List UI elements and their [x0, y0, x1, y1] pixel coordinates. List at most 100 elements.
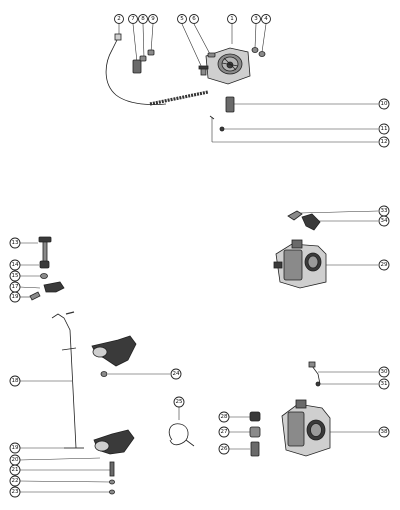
needle-screw-head	[308, 361, 316, 368]
svg-text:11: 11	[381, 126, 388, 132]
callout-21: 21	[9, 464, 21, 476]
svg-text:13: 13	[12, 240, 19, 246]
shaft-assembly: 18 24 19 20 21 22 23	[9, 311, 182, 498]
svg-text:4: 4	[264, 16, 268, 22]
throttle-cable	[105, 37, 167, 105]
callout-7: 7	[128, 14, 138, 24]
callout-31: 31	[378, 378, 390, 390]
svg-text:7: 7	[131, 16, 135, 22]
callout-10: 10	[378, 98, 390, 110]
svg-text:1: 1	[230, 16, 234, 22]
svg-text:15: 15	[12, 273, 19, 279]
callout-11: 11	[378, 123, 390, 135]
callout-9: 9	[148, 14, 158, 24]
svg-text:27: 27	[221, 429, 228, 435]
svg-text:10: 10	[381, 101, 388, 107]
svg-text:12: 12	[381, 139, 388, 145]
svg-text:18: 18	[12, 378, 19, 384]
svg-text:34: 34	[381, 218, 388, 224]
hex-fitting	[249, 411, 261, 422]
cross-pin	[61, 347, 77, 351]
svg-text:6: 6	[192, 16, 196, 22]
screw	[29, 291, 41, 301]
callout-23: 23	[9, 486, 21, 498]
washer	[207, 52, 216, 58]
washer	[40, 273, 48, 279]
callout-29: 29	[378, 259, 390, 271]
callout-30: 30	[378, 366, 390, 378]
svg-text:23: 23	[12, 489, 19, 495]
small-washer	[109, 479, 115, 485]
callout-28: 28	[218, 411, 230, 423]
callout-3: 3	[251, 14, 261, 24]
shaft-pin	[65, 311, 75, 315]
svg-text:31: 31	[381, 381, 388, 387]
svg-text:29: 29	[381, 262, 388, 268]
svg-text:17: 17	[12, 284, 19, 290]
callout-27: 27	[218, 426, 230, 438]
svg-text:22: 22	[12, 478, 19, 484]
svg-text:19: 19	[12, 294, 19, 300]
callout-20: 20	[9, 454, 21, 466]
gasket-fitting	[249, 426, 261, 438]
lever-bracket	[43, 281, 65, 293]
callout-13: 13	[9, 237, 21, 249]
svg-text:14: 14	[12, 262, 19, 268]
linkage-bracket	[301, 213, 321, 231]
small-spring	[315, 381, 321, 387]
svg-text:28: 28	[221, 414, 228, 420]
callout-8: 8	[138, 14, 148, 24]
svg-text:3: 3	[254, 16, 258, 22]
svg-text:5: 5	[180, 16, 184, 22]
adjusting-screw	[109, 461, 115, 477]
callout-33: 33	[378, 205, 390, 217]
cover-assembly	[205, 47, 251, 85]
callout-34: 34	[378, 215, 390, 227]
callout-24: 24	[170, 368, 182, 380]
svg-text:25: 25	[176, 399, 183, 405]
small-nut	[109, 489, 115, 495]
left-small-parts: 13 14 15 17 19	[9, 236, 65, 303]
svg-text:8: 8	[141, 16, 145, 22]
callout-12: 12	[378, 136, 390, 148]
callout-1: 1	[227, 14, 237, 24]
plunger	[225, 96, 235, 113]
svg-text:24: 24	[173, 371, 180, 377]
svg-text:30: 30	[381, 369, 388, 375]
svg-text:20: 20	[12, 457, 19, 463]
callout-18: 18	[9, 375, 21, 387]
callout-2: 2	[114, 14, 124, 24]
callout-5: 5	[177, 14, 187, 24]
svg-text:38: 38	[381, 429, 388, 435]
spring-clip	[168, 423, 195, 447]
needle-screw	[311, 365, 321, 385]
top-assembly: 2 7 8 9 5 6 1 3 4 10 11 12	[105, 14, 390, 148]
carburetor-lower: 30 31 38	[281, 361, 390, 457]
callout-17: 17	[9, 281, 21, 293]
pin	[209, 115, 215, 120]
small-nut	[147, 49, 155, 56]
callout-26: 26	[218, 443, 230, 455]
bushing	[139, 55, 147, 62]
callout-38: 38	[378, 426, 390, 438]
svg-text:19: 19	[12, 445, 19, 451]
callout-25: 25	[173, 396, 185, 408]
callout-19b: 19	[9, 442, 21, 454]
svg-text:33: 33	[381, 208, 388, 214]
upper-lever-hub	[92, 346, 108, 358]
throttle-shaft	[51, 313, 77, 449]
callout-22: 22	[9, 475, 21, 487]
small-lever	[287, 210, 303, 221]
nut	[258, 51, 266, 57]
svg-text:9: 9	[151, 16, 155, 22]
washer	[100, 371, 108, 377]
spring-clip-part: 25	[168, 396, 195, 447]
callout-4: 4	[261, 14, 271, 24]
cable-end-fitting	[114, 33, 122, 41]
callout-6: 6	[189, 14, 199, 24]
svg-text:21: 21	[12, 467, 19, 473]
carburetor-body-lower	[281, 399, 331, 457]
callout-19: 19	[9, 291, 21, 303]
lower-lever-hub	[94, 440, 110, 452]
